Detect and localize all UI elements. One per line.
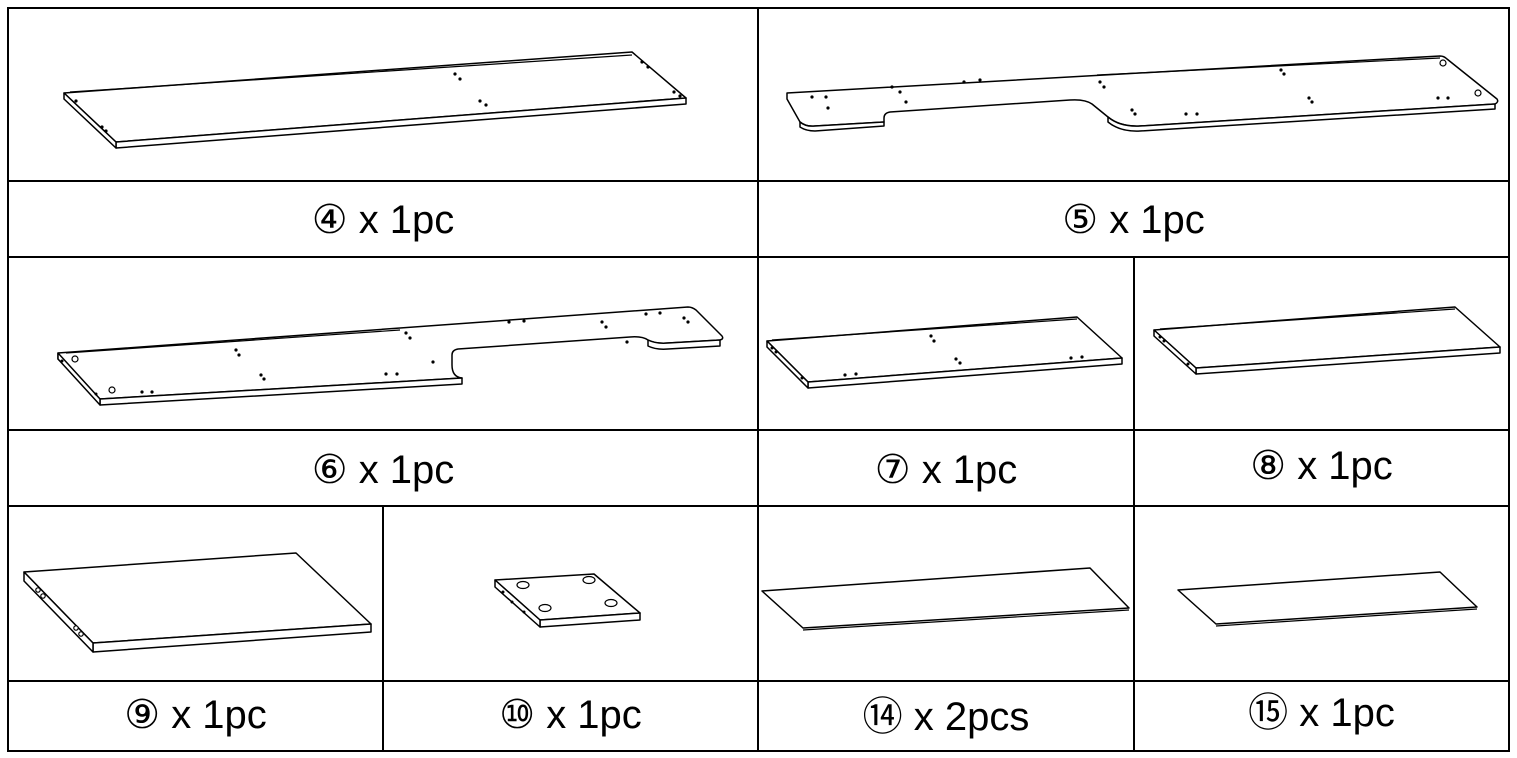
part-quantity: x 1pc (1109, 198, 1205, 242)
part-number: ⑦ (874, 447, 911, 493)
part-quantity: x 2pcs (913, 695, 1030, 739)
part-7-label: ⑦ x 1pc (758, 450, 1134, 490)
part-8-label: ⑧ x 1pc (1134, 446, 1509, 486)
grid-lines (7, 7, 1510, 752)
part-4-drawing (63, 51, 687, 149)
part-9-drawing (23, 552, 372, 653)
part-10-label: ⑩ x 1pc (383, 695, 758, 735)
part-quantity: x 1pc (1299, 691, 1395, 735)
part-number: ⑤ (1062, 197, 1099, 243)
part-quantity: x 1pc (546, 693, 642, 737)
part-quantity: x 1pc (921, 448, 1018, 492)
part-quantity: x 1pc (358, 448, 455, 492)
part-5-drawing (786, 55, 1499, 132)
part-15-label: ⑮ x 1pc (1134, 693, 1509, 733)
part-number: ⑩ (499, 692, 536, 738)
part-9-label: ⑨ x 1pc (8, 695, 383, 735)
part-quantity: x 1pc (1297, 444, 1393, 488)
part-10-drawing (494, 573, 641, 628)
part-4-label: ④ x 1pc (8, 200, 758, 240)
part-7-drawing (766, 316, 1123, 389)
part-8-drawing (1153, 306, 1501, 375)
part-number: ⑭ (862, 694, 903, 740)
part-number: ⑮ (1248, 690, 1289, 736)
part-quantity: x 1pc (171, 693, 267, 737)
part-6-label: ⑥ x 1pc (8, 450, 758, 490)
part-6-drawing (57, 306, 724, 406)
part-14-label: ⑭ x 2pcs (758, 697, 1134, 737)
part-5-label: ⑤ x 1pc (758, 200, 1509, 240)
part-15-drawing (1177, 571, 1478, 627)
part-14-drawing (761, 567, 1130, 631)
part-number: ⑨ (124, 692, 161, 738)
part-number: ⑧ (1250, 443, 1287, 489)
part-quantity: x 1pc (358, 198, 455, 242)
part-number: ④ (311, 197, 348, 243)
part-number: ⑥ (311, 447, 348, 493)
